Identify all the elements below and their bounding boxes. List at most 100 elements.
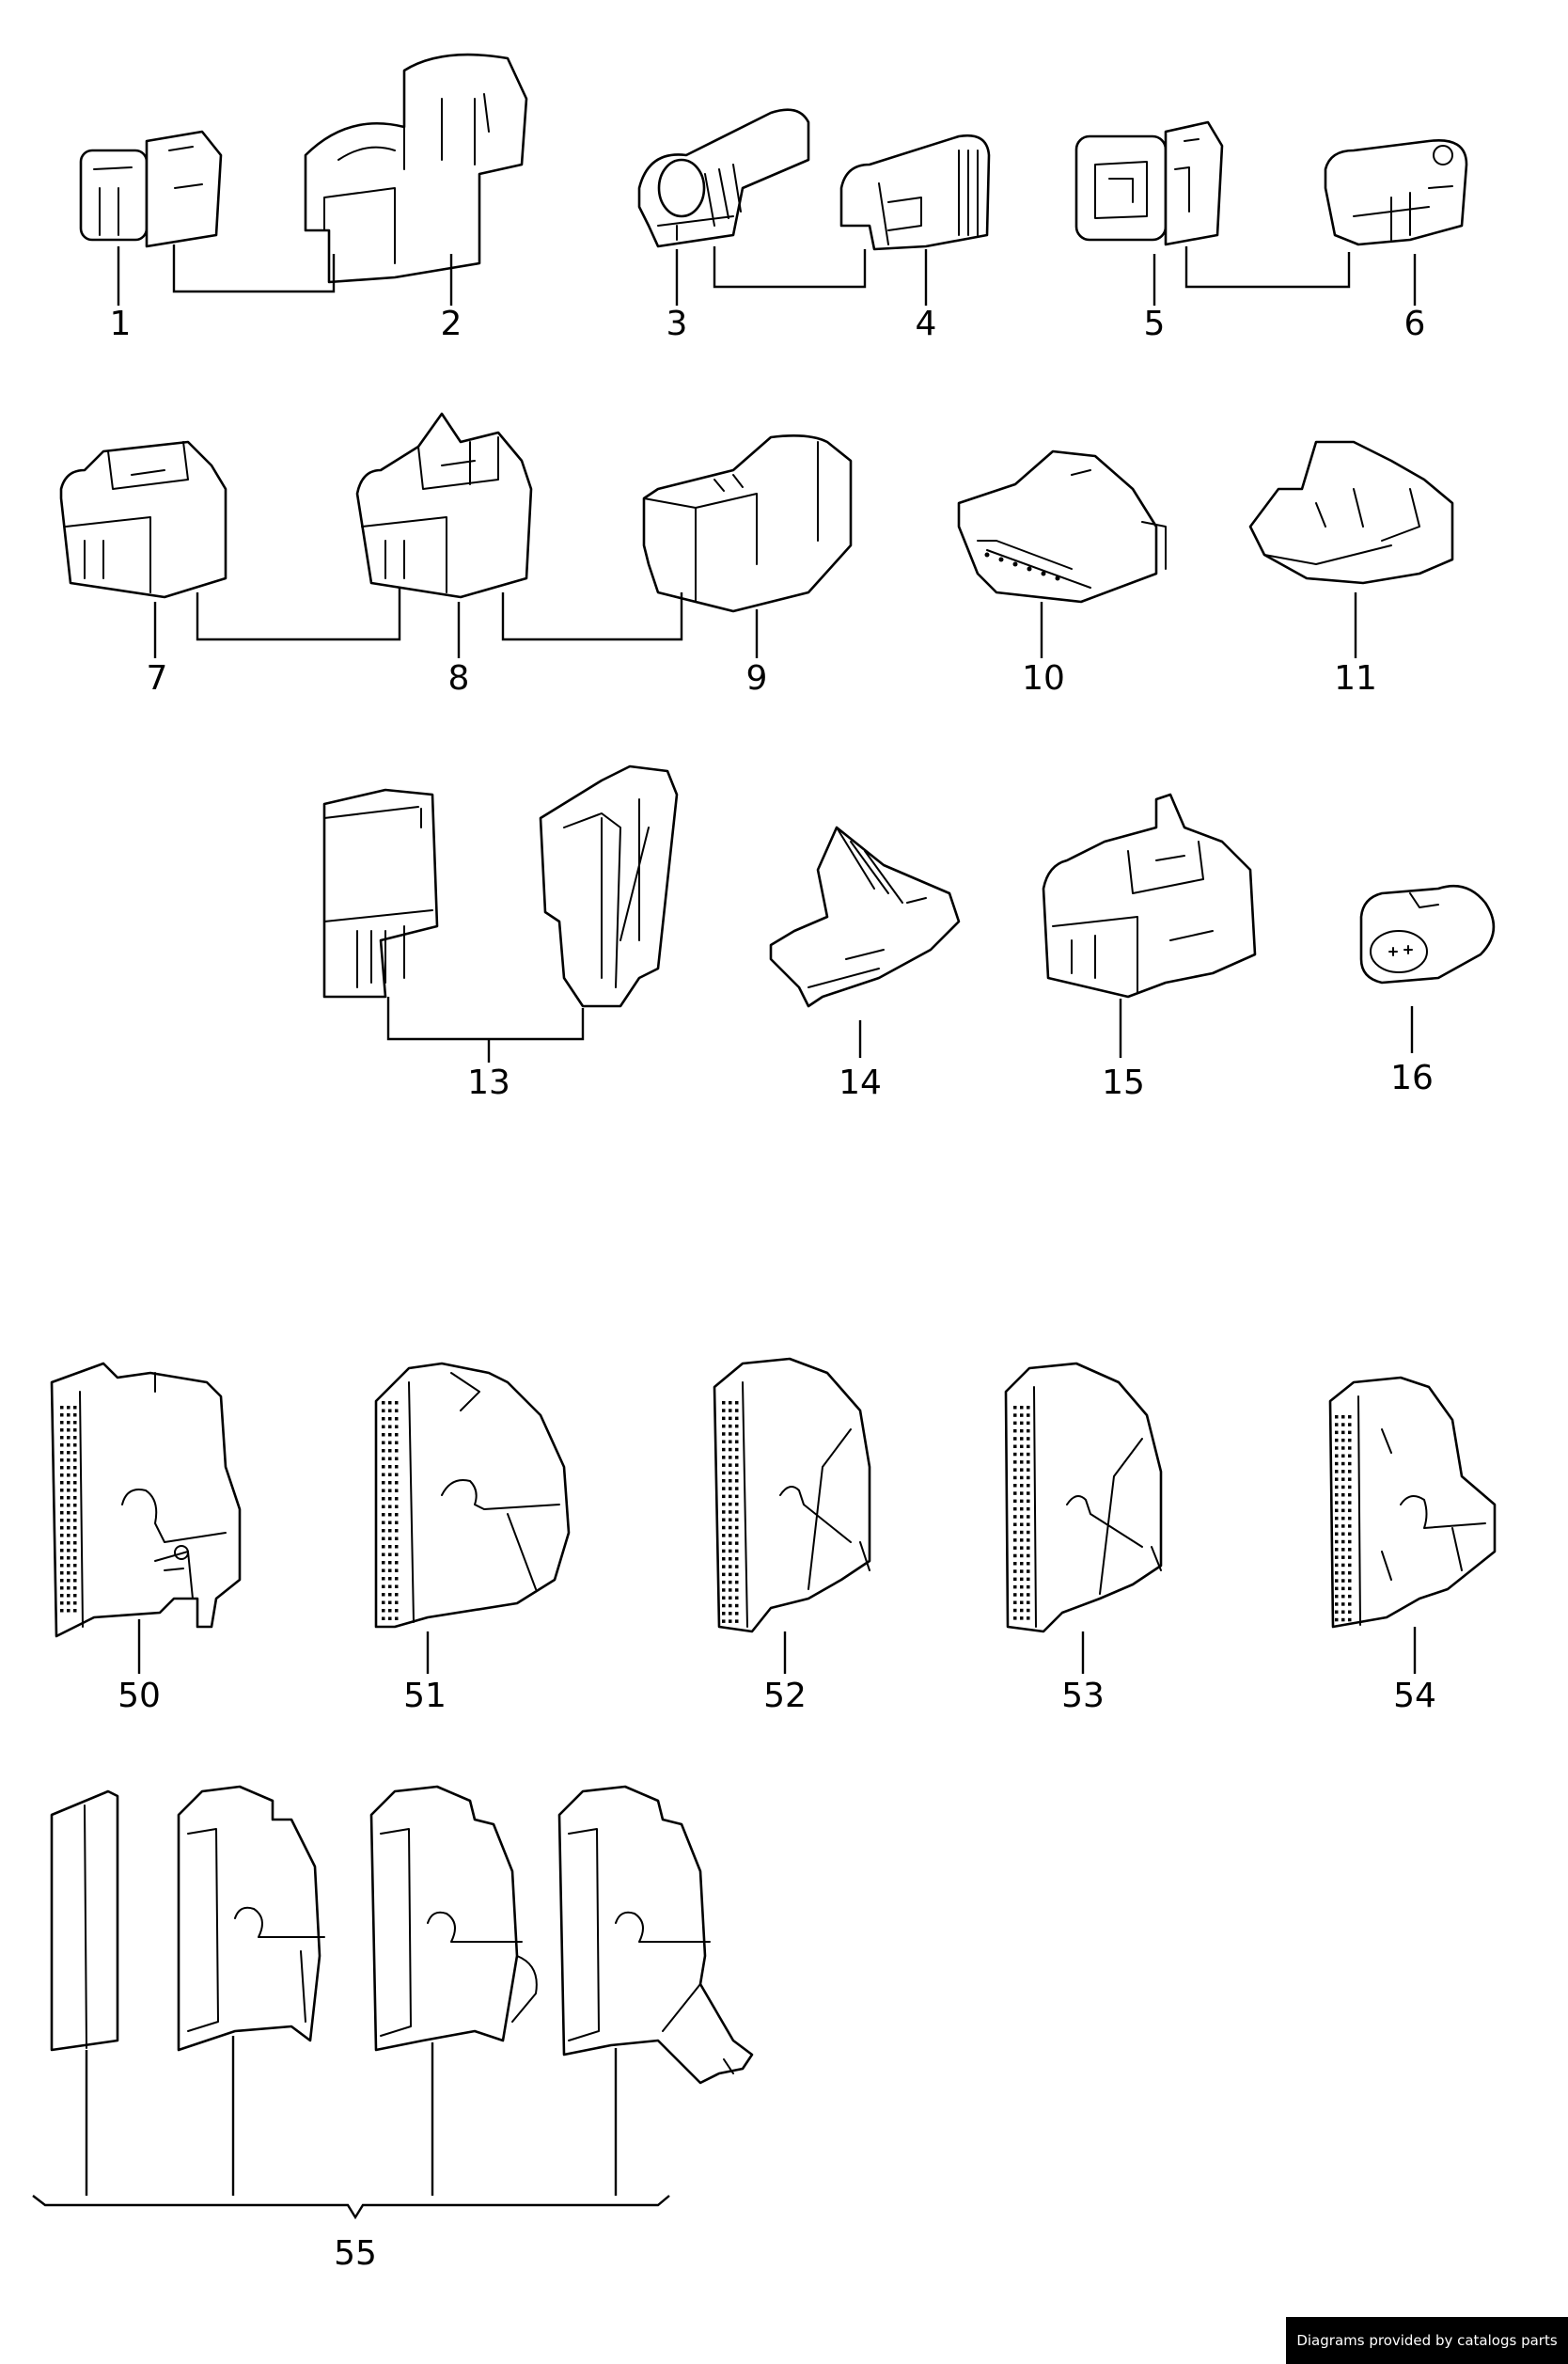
pin-dot bbox=[1341, 1602, 1345, 1606]
row4-leader-lines bbox=[137, 1619, 1417, 1674]
pin-dot bbox=[729, 1502, 732, 1506]
pin-dot bbox=[67, 1534, 71, 1537]
pin-dot bbox=[382, 1465, 385, 1469]
pin-dot bbox=[388, 1497, 392, 1501]
pin-dot bbox=[722, 1619, 726, 1623]
pin-dot bbox=[1335, 1423, 1339, 1426]
pin-dot bbox=[735, 1541, 739, 1545]
pin-dot bbox=[722, 1596, 726, 1600]
pin-dot bbox=[382, 1401, 385, 1405]
label-1: 1 bbox=[110, 305, 132, 343]
pin-dot bbox=[73, 1489, 77, 1492]
pin-dot bbox=[729, 1580, 732, 1584]
pin-dot bbox=[67, 1519, 71, 1522]
pin-dot bbox=[73, 1519, 77, 1522]
pin-dot bbox=[1348, 1563, 1352, 1568]
pin-dot bbox=[729, 1409, 732, 1412]
pin-dot bbox=[67, 1504, 71, 1507]
pin-dot bbox=[1027, 1569, 1030, 1573]
pin-dot bbox=[73, 1511, 77, 1515]
pin-dot bbox=[1341, 1539, 1345, 1544]
pin-dot bbox=[1341, 1594, 1345, 1599]
label-3: 3 bbox=[666, 305, 688, 343]
pin-dot bbox=[60, 1541, 64, 1545]
label-16: 16 bbox=[1390, 1059, 1434, 1097]
pin-dot bbox=[722, 1518, 726, 1521]
pin-dot bbox=[382, 1537, 385, 1540]
pin-dot bbox=[735, 1456, 739, 1459]
pin-dot bbox=[735, 1619, 739, 1623]
pin-dot bbox=[67, 1489, 71, 1492]
part-55-pin-strip bbox=[50, 1789, 119, 2052]
pin-dot bbox=[1027, 1484, 1030, 1488]
pin-dot bbox=[735, 1534, 739, 1537]
pin-dot bbox=[722, 1463, 726, 1467]
pin-dot bbox=[1013, 1593, 1017, 1597]
pin-dot bbox=[67, 1526, 71, 1530]
pin-dot bbox=[60, 1481, 64, 1485]
pin-dot bbox=[1335, 1430, 1339, 1435]
pin-dot bbox=[1020, 1468, 1024, 1472]
pin-dot bbox=[73, 1504, 77, 1507]
pin-dot bbox=[1335, 1594, 1339, 1599]
pin-dot bbox=[67, 1451, 71, 1455]
pin-dot bbox=[73, 1541, 77, 1545]
pin-dot bbox=[67, 1428, 71, 1432]
pin-dot bbox=[395, 1505, 399, 1508]
pin-dot bbox=[60, 1451, 64, 1455]
pin-dot bbox=[1020, 1538, 1024, 1542]
part-16-connector bbox=[1359, 884, 1496, 985]
part-7-connector bbox=[59, 440, 227, 599]
pin-dot bbox=[729, 1463, 732, 1467]
pin-dot bbox=[395, 1537, 399, 1540]
pin-dot bbox=[1341, 1446, 1345, 1450]
pin-dot bbox=[388, 1593, 392, 1597]
pin-dot bbox=[729, 1534, 732, 1537]
pin-dot bbox=[735, 1487, 739, 1490]
pin-dot bbox=[388, 1473, 392, 1476]
pin-dot bbox=[395, 1409, 399, 1412]
pin-dot bbox=[67, 1594, 71, 1598]
pin-dot bbox=[60, 1556, 64, 1560]
part-55-bracket bbox=[32, 2036, 670, 2220]
pin-dot bbox=[729, 1401, 732, 1405]
pin-dot bbox=[729, 1619, 732, 1623]
pin-dot bbox=[722, 1456, 726, 1459]
pin-dot bbox=[1013, 1413, 1017, 1417]
pin-dot bbox=[73, 1428, 77, 1432]
pin-dot bbox=[1027, 1406, 1030, 1410]
pin-dot bbox=[388, 1481, 392, 1485]
pin-dot bbox=[1020, 1546, 1024, 1550]
part-13-connector-right bbox=[539, 764, 679, 1008]
label-51: 51 bbox=[403, 1677, 447, 1715]
pin-dot bbox=[722, 1502, 726, 1506]
pin-dot bbox=[1335, 1415, 1339, 1419]
pin-dot bbox=[388, 1401, 392, 1405]
pin-dot bbox=[60, 1421, 64, 1425]
pin-dot bbox=[1335, 1548, 1339, 1552]
pin-dot bbox=[722, 1447, 726, 1452]
part-14-connector bbox=[769, 826, 961, 1008]
pin-dot bbox=[388, 1449, 392, 1453]
pin-dot bbox=[382, 1513, 385, 1517]
pin-dot bbox=[1348, 1423, 1352, 1426]
part-13-connector-left bbox=[322, 788, 439, 999]
part-52-connector bbox=[713, 1357, 871, 1633]
pin-dot bbox=[1335, 1461, 1339, 1466]
pin-dot bbox=[67, 1586, 71, 1590]
pin-dot bbox=[729, 1510, 732, 1514]
pin-dot bbox=[1020, 1600, 1024, 1604]
pin-dot bbox=[73, 1579, 77, 1583]
pin-dot bbox=[1341, 1438, 1345, 1442]
pin-dot bbox=[1020, 1475, 1024, 1480]
pin-dot bbox=[1013, 1608, 1017, 1613]
pin-dot bbox=[729, 1440, 732, 1443]
pin-dot bbox=[1341, 1485, 1345, 1489]
pin-dot bbox=[1335, 1493, 1339, 1497]
label-54: 54 bbox=[1393, 1677, 1436, 1715]
pin-dot bbox=[1341, 1508, 1345, 1513]
pin-dot bbox=[1341, 1461, 1345, 1466]
pin-dot bbox=[722, 1541, 726, 1545]
pin-dot bbox=[60, 1458, 64, 1462]
